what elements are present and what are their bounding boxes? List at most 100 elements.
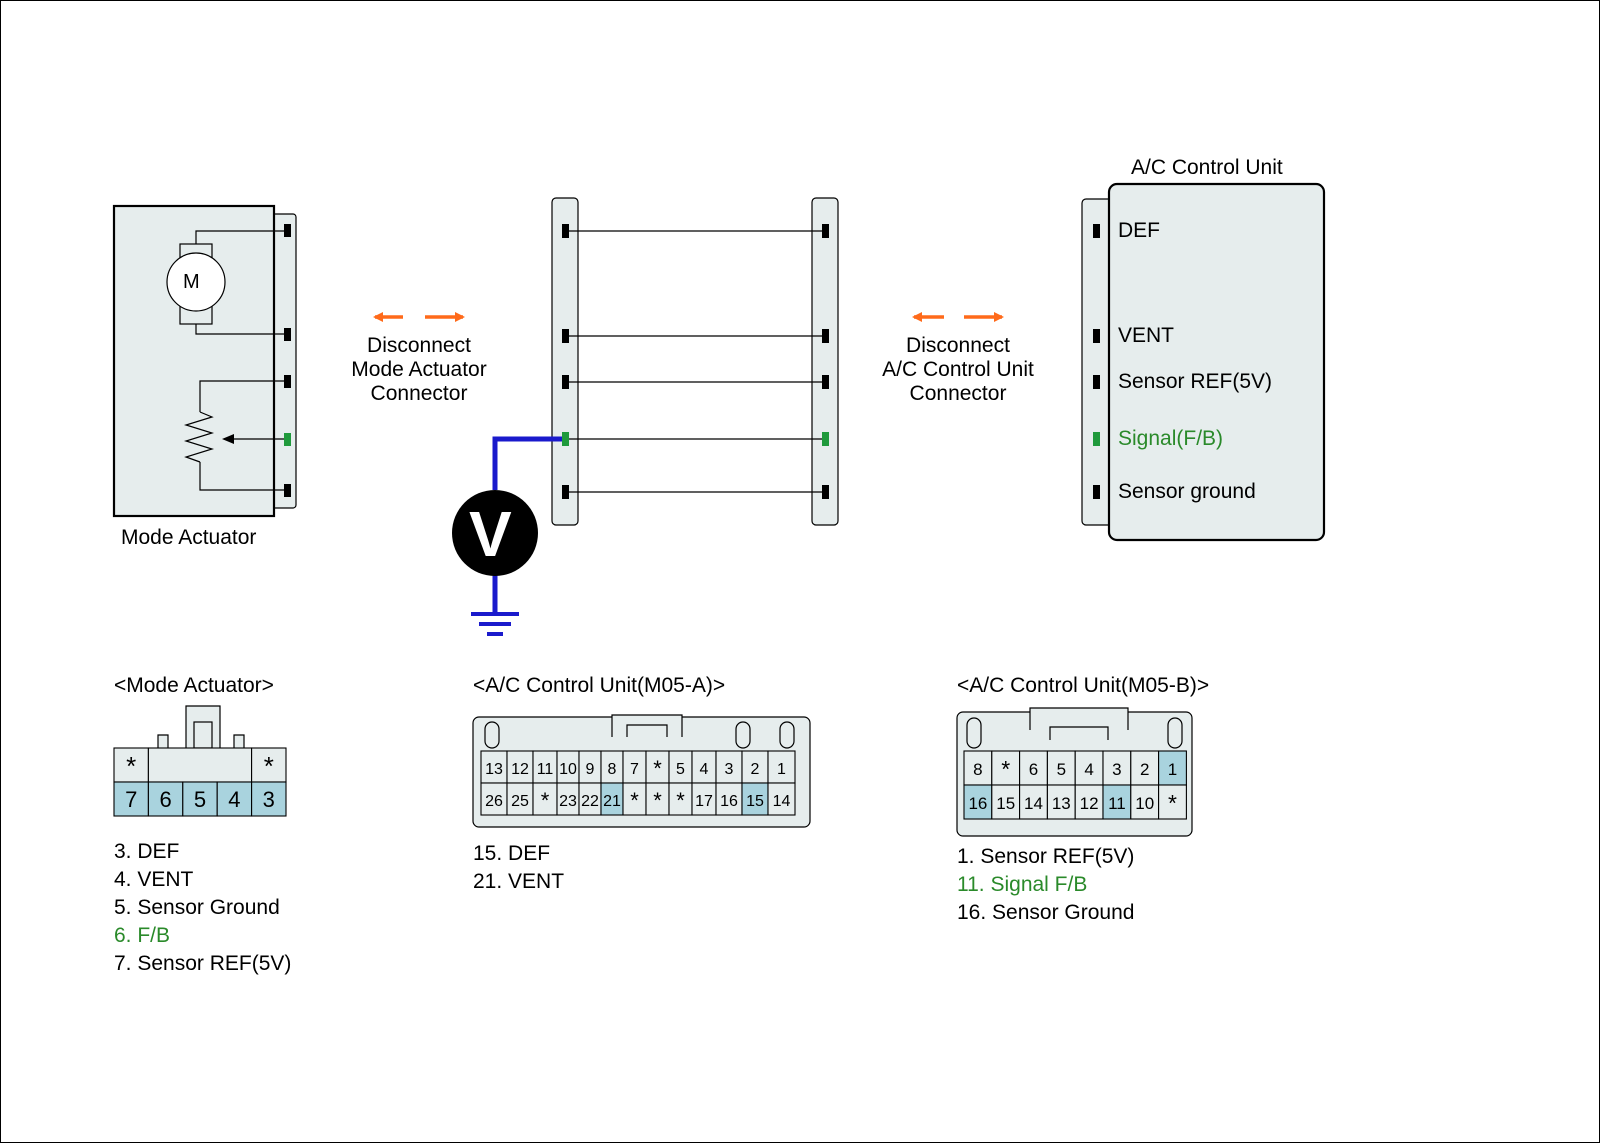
pin-number: 22 <box>581 793 599 810</box>
pin-cell <box>767 750 796 784</box>
pin-number: 7 <box>125 787 137 812</box>
pin-cell <box>741 750 769 784</box>
motor-label: M <box>183 271 200 293</box>
m05b-connector-title: <A/C Control Unit(M05-B)> <box>957 674 1210 697</box>
pin-legend-item: 16. Sensor Ground <box>957 901 1135 924</box>
pin-number: 3 <box>1112 760 1121 779</box>
pin-legend-item: 21. VENT <box>473 870 565 893</box>
pin-cell <box>113 781 149 817</box>
pin-number: 23 <box>559 793 577 810</box>
pin-cell <box>1102 784 1132 820</box>
pin-number: 7 <box>630 761 639 778</box>
pin-cell <box>991 784 1021 820</box>
pin-legend-item: 7. Sensor REF(5V) <box>114 952 292 975</box>
voltmeter-label: V <box>469 498 512 570</box>
pin-number: 10 <box>559 761 577 778</box>
mode-actuator-label: Mode Actuator <box>121 526 257 549</box>
pin-number: 4 <box>700 761 709 778</box>
m05a-connector-title: <A/C Control Unit(M05-A)> <box>473 674 726 697</box>
pin-number: 14 <box>1024 794 1043 813</box>
ac-pin-vent-label: VENT <box>1118 324 1175 347</box>
m05a-pin-legend: 15. DEF 21. VENT <box>473 840 564 896</box>
ac-unit-title: A/C Control Unit <box>1131 156 1283 179</box>
disconnect-left-label: Disconnect Mode Actuator Connector <box>351 334 487 405</box>
pin-legend-item: 4. VENT <box>114 868 194 891</box>
ac-pin-signal-label: Signal(F/B) <box>1118 427 1224 450</box>
pin-number: 15 <box>746 793 764 810</box>
pin-cell <box>1158 750 1187 786</box>
pin-number: 12 <box>511 761 529 778</box>
resistor-icon <box>183 411 215 463</box>
mode-actuator-pin-legend: 3. DEF 4. VENT 5. Sensor Ground 6. F/B 7. Se… <box>114 838 291 978</box>
pin-number: 11 <box>1108 794 1126 813</box>
pin-cell <box>1019 750 1048 786</box>
pin-legend-item: 3. DEF <box>114 840 180 863</box>
pin-number: 14 <box>773 793 791 810</box>
pin-number: 4 <box>1084 760 1093 779</box>
pin-number: 13 <box>485 761 503 778</box>
pin-cell <box>1074 750 1104 786</box>
pin-number: 5 <box>676 761 685 778</box>
pin-number: 2 <box>751 761 760 778</box>
ac-pin-sensor-ref-label: Sensor REF(5V) <box>1118 370 1273 393</box>
pin-cell <box>1102 750 1132 786</box>
pin-cell <box>963 750 993 786</box>
pin-cell <box>182 781 218 817</box>
mode-actuator <box>112 204 297 518</box>
ac-pin-def-label: DEF <box>1118 219 1160 242</box>
pin-cell <box>1046 784 1076 820</box>
mode-actuator-connector-title: <Mode Actuator> <box>114 674 274 697</box>
pin-cell <box>480 782 508 816</box>
pin-number: 1 <box>1168 760 1177 779</box>
motor-icon <box>166 252 226 312</box>
pin-number: 21 <box>603 793 621 810</box>
pin-cell <box>532 782 558 816</box>
pin-cell <box>1046 750 1076 786</box>
pin-number: 8 <box>973 760 982 779</box>
voltmeter <box>452 436 562 636</box>
pin-number: * <box>126 751 136 781</box>
ac-unit-body <box>1107 182 1326 542</box>
pin-legend-item: 6. F/B <box>114 924 171 947</box>
pin-number: * <box>653 756 662 781</box>
pin-number: 11 <box>537 761 554 778</box>
pin-legend-item: 5. Sensor Ground <box>114 896 280 919</box>
pin-legend-item: 15. DEF <box>473 842 551 865</box>
pin-number: 5 <box>1057 760 1066 779</box>
pin-number: 2 <box>1140 760 1149 779</box>
pin-number: 5 <box>194 787 206 812</box>
pin-cell <box>767 782 796 816</box>
voltmeter-icon <box>452 490 538 576</box>
pin-number: 16 <box>720 793 738 810</box>
pin-number: 8 <box>608 761 617 778</box>
pin-legend-item: 1. Sensor REF(5V) <box>957 845 1135 868</box>
pin-number: * <box>653 788 662 813</box>
pin-cell <box>963 784 993 820</box>
pin-cell <box>1074 784 1104 820</box>
pin-cell <box>251 781 287 817</box>
pin-number: * <box>676 788 685 813</box>
pin-number: 6 <box>159 787 171 812</box>
pin-number: 12 <box>1080 794 1099 813</box>
pin-cell <box>147 747 253 783</box>
harness-left-connector <box>551 197 579 526</box>
disconnect-right-label: Disconnect A/C Control Unit Connector <box>882 334 1034 405</box>
pin-number: * <box>264 751 274 781</box>
pin-cell <box>1019 784 1048 820</box>
pin-number: 10 <box>1135 794 1154 813</box>
mode-actuator-connector-face <box>157 705 245 749</box>
pin-number: 3 <box>263 787 275 812</box>
pin-number: 4 <box>228 787 240 812</box>
harness-right-connector <box>811 197 839 526</box>
ac-control-unit <box>1081 182 1326 542</box>
pin-cell <box>251 747 287 783</box>
pin-number: * <box>630 788 639 813</box>
pin-number: * <box>1168 790 1177 816</box>
pin-number: 17 <box>695 793 713 810</box>
pin-number: 3 <box>725 761 734 778</box>
pin-number: 26 <box>485 793 503 810</box>
pin-cell <box>216 781 253 817</box>
